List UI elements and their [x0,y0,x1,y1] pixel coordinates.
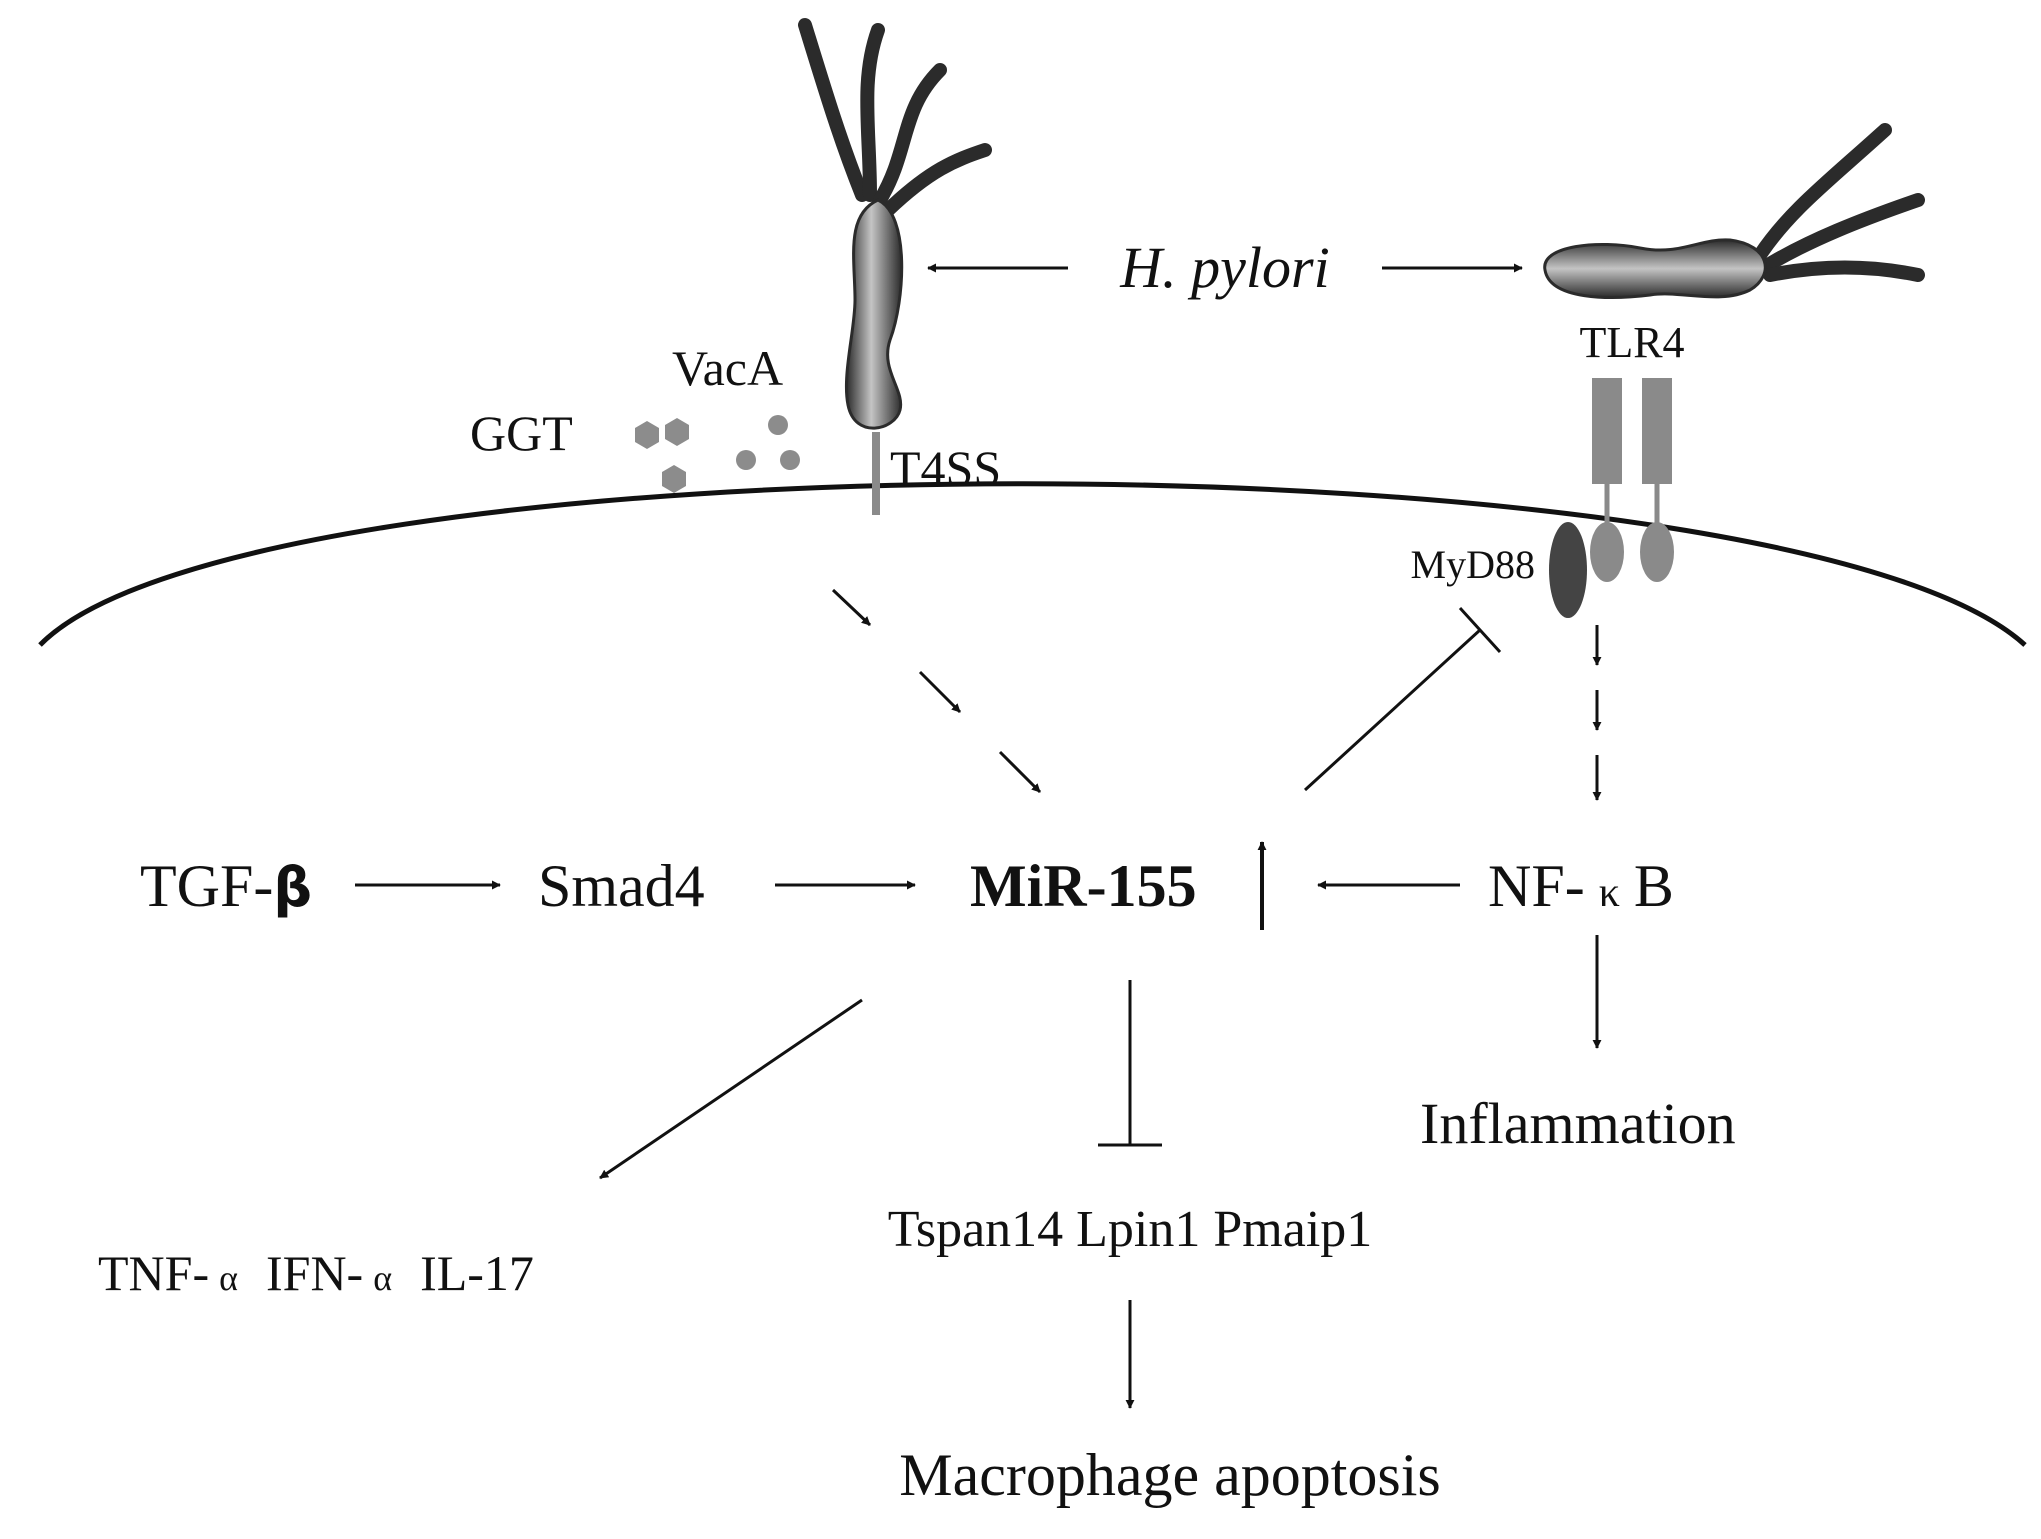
flagellum [1753,123,1892,262]
tlr4-receptor [1590,378,1674,582]
flagellum [1763,260,1925,282]
arrow-t4ss-step [998,750,1042,794]
h-pylori-bacterium-left [798,18,992,430]
nfkb-symbol: κ [1599,870,1620,916]
label-inflammation: Inflammation [1420,1091,1736,1156]
vaca-particle [780,450,800,470]
tgf-beta-symbol: β [273,856,312,919]
cell-membrane [38,481,2027,647]
flagellum [1761,193,1925,272]
ifn-alpha-symbol: α [373,1258,392,1298]
tgf-beta-prefix: TGF- [140,853,273,919]
label-mir155: MiR-155 [970,853,1197,919]
ggt-particle [635,421,659,449]
label-ggt: GGT [470,405,573,461]
label-t4ss: T4SS [890,440,1001,496]
bacterium-body [844,198,904,430]
virulence-particles [635,415,800,493]
ggt-particle [662,465,686,493]
h-pylori-bacterium-right [1543,123,1925,299]
myd88-adaptor [1549,522,1587,618]
label-h-pylori: H. pylori [1119,235,1329,300]
tlr4-chain [1642,378,1672,484]
tnf-alpha-symbol: α [219,1258,238,1298]
tnf-alpha-prefix: TNF- [98,1245,209,1301]
vaca-particle [736,450,756,470]
flagellum [873,63,947,207]
label-myd88: MyD88 [1411,542,1535,587]
nfkb-suffix: B [1634,853,1674,919]
tlr4-domain [1590,522,1624,582]
flagellum [798,18,869,202]
label-target-genes: Tspan14 Lpin1 Pmaip1 [888,1201,1373,1258]
flagellum [860,23,885,202]
ifn-alpha-prefix: IFN- [266,1245,363,1301]
tlr4-chain [1592,378,1622,484]
tlr4-domain [1640,522,1674,582]
arrow-t4ss-step [831,588,872,627]
arrow-t4ss-step [918,670,962,714]
label-tlr4: TLR4 [1579,318,1684,367]
label-vaca: VacA [672,340,783,396]
bacterium-body [1543,238,1767,299]
inhibition-mir155-to-myd88 [1303,628,1482,792]
il17: IL-17 [420,1245,534,1301]
flagellum [881,143,992,217]
label-tgf-beta: TGF-β [140,853,312,919]
nfkb-prefix: NF- [1488,853,1585,919]
ggt-particle [665,418,689,446]
inhibition-bar [1458,606,1502,654]
label-macrophage-apoptosis: Macrophage apoptosis [899,1442,1441,1508]
vaca-particle [768,415,788,435]
label-smad4: Smad4 [538,853,705,919]
arrow-mir155-to-cytokines [599,998,863,1180]
